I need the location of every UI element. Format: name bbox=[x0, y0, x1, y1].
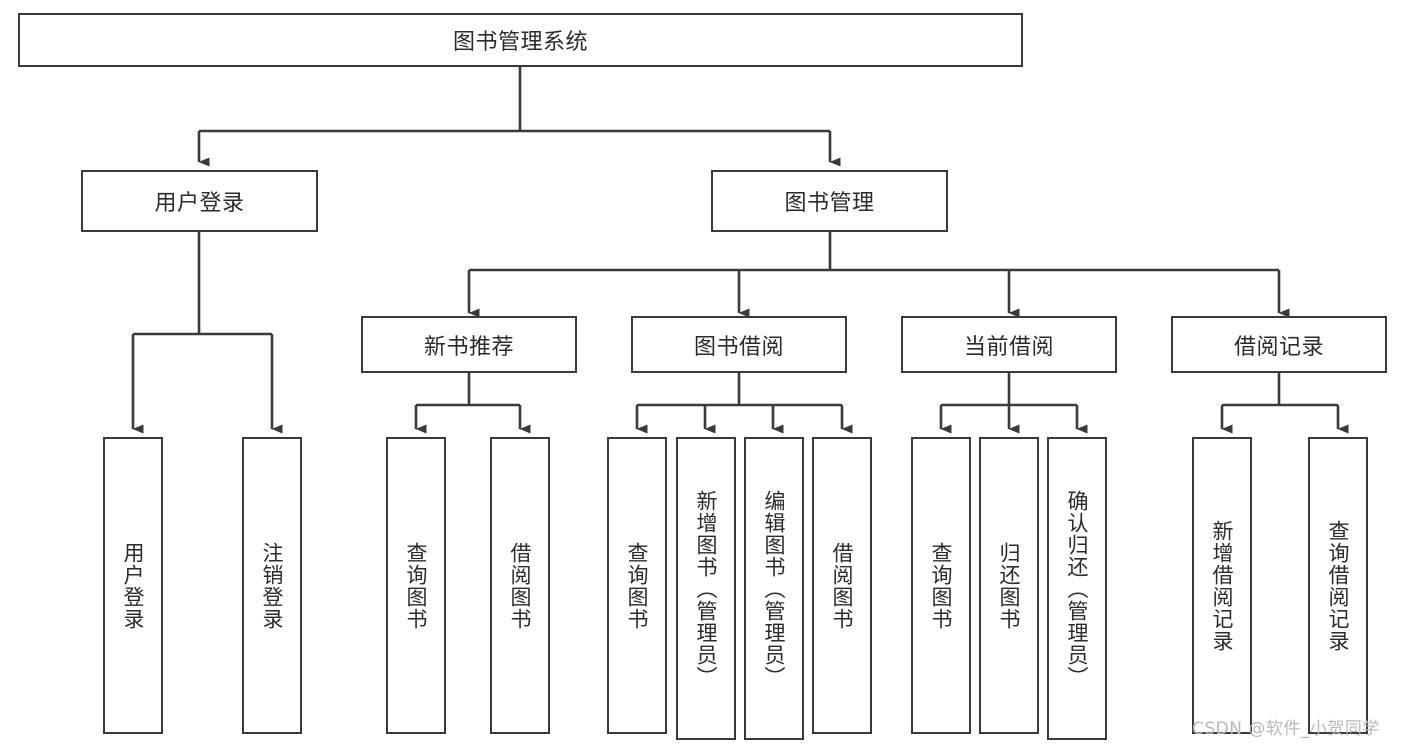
node-user-login-label: 用户登录 bbox=[154, 191, 245, 216]
node-leaf-add-record[interactable]: 新增借阅记录 bbox=[1192, 437, 1252, 734]
node-book-borrow-label: 图书借阅 bbox=[693, 334, 784, 360]
node-leaf-query-book-3[interactable]: 查询图书 bbox=[911, 437, 971, 734]
node-leaf-return-book-label: 归还图书 bbox=[997, 541, 1022, 630]
node-leaf-borrow-book-1-label: 借阅图书 bbox=[508, 541, 533, 630]
node-leaf-add-book-label: 新增图书（管理员） bbox=[694, 489, 719, 688]
node-leaf-query-book-2-label: 查询图书 bbox=[625, 541, 650, 630]
watermark-text: CSDN @软件_小贺同学 bbox=[1192, 719, 1380, 739]
node-leaf-user-login-label: 用户登录 bbox=[121, 541, 146, 630]
node-leaf-borrow-book-1[interactable]: 借阅图书 bbox=[490, 437, 550, 734]
node-leaf-query-record-label: 查询借阅记录 bbox=[1326, 519, 1351, 652]
node-leaf-edit-book-label: 编辑图书（管理员） bbox=[762, 489, 787, 688]
node-leaf-borrow-book-2-label: 借阅图书 bbox=[830, 541, 855, 630]
node-leaf-query-book-1-label: 查询图书 bbox=[404, 541, 429, 630]
node-leaf-borrow-book-2[interactable]: 借阅图书 bbox=[812, 437, 872, 734]
node-user-login[interactable]: 用户登录 bbox=[81, 170, 318, 232]
node-current-borrow[interactable]: 当前借阅 bbox=[901, 316, 1117, 373]
node-borrow-record[interactable]: 借阅记录 bbox=[1171, 316, 1387, 373]
node-leaf-confirm-return[interactable]: 确认归还（管理员） bbox=[1047, 437, 1107, 740]
node-leaf-query-book-3-label: 查询图书 bbox=[929, 541, 954, 630]
node-root[interactable]: 图书管理系统 bbox=[18, 13, 1023, 67]
node-leaf-query-book-2[interactable]: 查询图书 bbox=[607, 437, 667, 734]
node-current-borrow-label: 当前借阅 bbox=[963, 334, 1054, 360]
node-leaf-edit-book[interactable]: 编辑图书（管理员） bbox=[744, 437, 804, 740]
node-book-manage[interactable]: 图书管理 bbox=[711, 170, 948, 232]
node-leaf-confirm-return-label: 确认归还（管理员） bbox=[1065, 489, 1090, 688]
node-book-borrow[interactable]: 图书借阅 bbox=[631, 316, 847, 373]
node-leaf-return-book[interactable]: 归还图书 bbox=[979, 437, 1039, 734]
node-leaf-query-record[interactable]: 查询借阅记录 bbox=[1308, 437, 1368, 734]
node-leaf-query-book-1[interactable]: 查询图书 bbox=[386, 437, 446, 734]
node-leaf-user-logout[interactable]: 注销登录 bbox=[242, 437, 302, 734]
node-leaf-user-login[interactable]: 用户登录 bbox=[103, 437, 163, 734]
node-leaf-user-logout-label: 注销登录 bbox=[260, 541, 285, 630]
node-root-label: 图书管理系统 bbox=[452, 30, 588, 55]
node-new-book-recommend-label: 新书推荐 bbox=[423, 334, 514, 360]
node-leaf-add-book[interactable]: 新增图书（管理员） bbox=[676, 437, 736, 740]
node-leaf-add-record-label: 新增借阅记录 bbox=[1210, 519, 1235, 652]
node-borrow-record-label: 借阅记录 bbox=[1233, 334, 1324, 360]
node-book-manage-label: 图书管理 bbox=[784, 191, 875, 216]
node-new-book-recommend[interactable]: 新书推荐 bbox=[361, 316, 577, 373]
